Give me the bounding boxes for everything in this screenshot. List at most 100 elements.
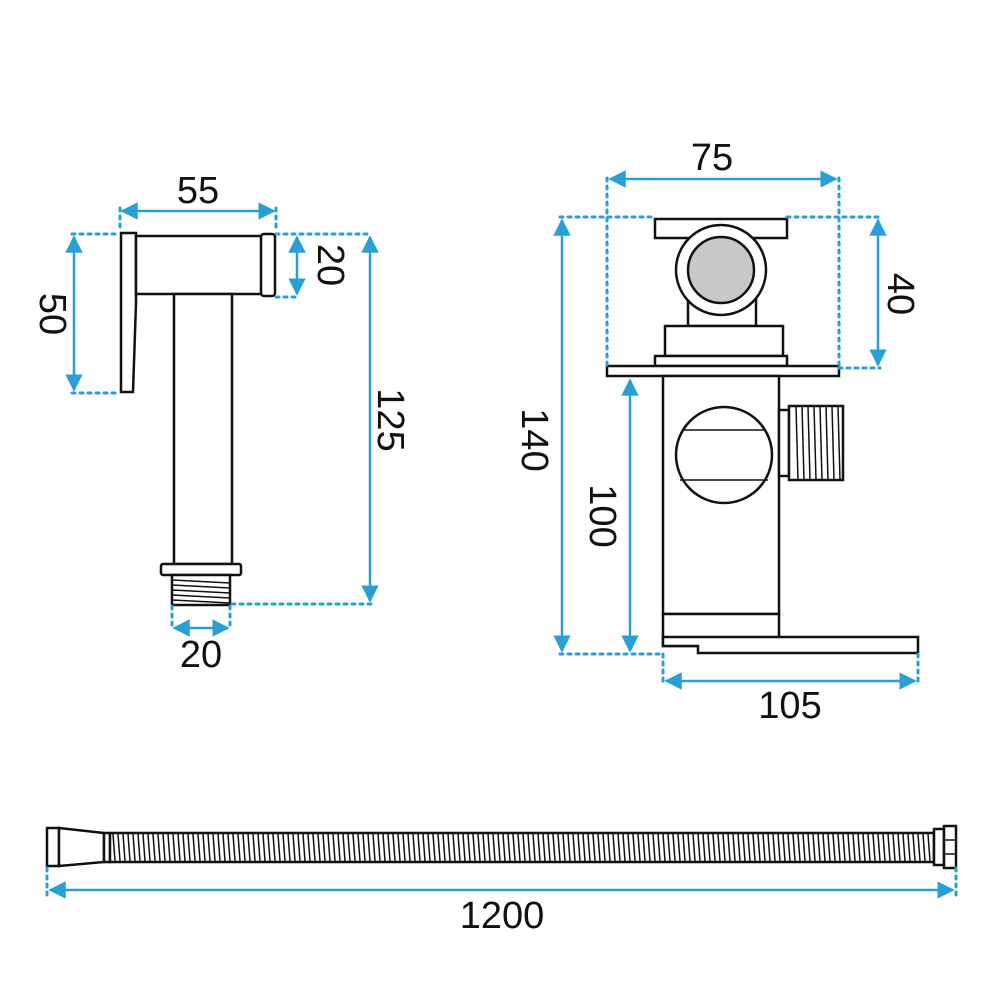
hose-rib [702,833,706,862]
hose-rib [367,833,371,862]
hose-rib [237,833,241,862]
hose-rib [782,833,786,862]
hose-rib [432,833,436,862]
hose-rib [832,833,836,862]
valve-collar-upper [663,324,785,358]
hose-rib [767,833,771,862]
hose-rib [592,833,596,862]
hose-rib [397,833,401,862]
hose-rib [297,833,301,862]
hose-rib [757,833,761,862]
hose-rib [127,833,131,862]
hose-rib [652,833,656,862]
hose-rib [177,833,181,862]
hose-rib [142,833,146,862]
hose-rib [897,833,901,862]
hose-rib [392,833,396,862]
hose-rib [682,833,686,862]
hose-rib [922,833,926,862]
hose-rib [522,833,526,862]
hose-rib [497,833,501,862]
hose-rib [327,833,331,862]
hose-rib [557,833,561,862]
hose-rib [712,833,716,862]
hose-rib [222,833,226,862]
label-valve-base-width: 105 [758,685,821,727]
hose-rib [662,833,666,862]
hose-rib [217,833,221,862]
hose-rib [747,833,751,862]
hose-rib [687,833,691,862]
hose-rib [657,833,661,862]
hose-rib [737,833,741,862]
hose-rib [852,833,856,862]
hose-rib [677,833,681,862]
hose-rib [907,833,911,862]
label-sprayer-total-height: 125 [369,388,411,451]
hose-rib [277,833,281,862]
valve-outlet-thread-lines [795,405,841,481]
hose-rib [337,833,341,862]
sprayer-thread-lines [171,579,231,604]
hose-rib [312,833,316,862]
hose-rib [647,833,651,862]
hose-rib [472,833,476,862]
valve-holder-knob [686,235,756,305]
hose-rib [232,833,236,862]
hose-rib [787,833,791,862]
hose-rib [887,833,891,862]
hose-rib [147,833,151,862]
hose-rib [242,833,246,862]
hose-rib [482,833,486,862]
label-sprayer-nozzle-diameter: 20 [309,244,351,286]
hose-rib [407,833,411,862]
hose-rib [692,833,696,862]
hose-rib [342,833,346,862]
hose-drawing [45,824,958,870]
hose-rib [322,833,326,862]
hose-rib [567,833,571,862]
hose-rib [587,833,591,862]
hose-rib [467,833,471,862]
label-hose-length: 1200 [460,895,545,937]
hose-rib [512,833,516,862]
hose-rib [532,833,536,862]
hose-rib [137,833,141,862]
hose-rib [507,833,511,862]
hose-rib [627,833,631,862]
hose-rib [797,833,801,862]
valve-dimension-guides [558,176,920,684]
valve-dimension-arrows [553,170,917,690]
hose-rib [742,833,746,862]
hose-rib [377,833,381,862]
hose-rib [727,833,731,862]
hose-rib [287,833,291,862]
hose-rib [162,833,166,862]
hose-rib [357,833,361,862]
hose-rib [872,833,876,862]
hose-rib [527,833,531,862]
sprayer-dimension-arrows [65,202,379,637]
hose-rib [877,833,881,862]
hose-rib [447,833,451,862]
sprayer-handle-plate [119,231,138,394]
hose-rib [307,833,311,862]
hose-rib [272,833,276,862]
hose-rib [412,833,416,862]
hose-rib [192,833,196,862]
label-valve-total-height: 140 [513,408,555,471]
sprayer-drawing [119,231,277,607]
hose-rib [437,833,441,862]
label-valve-top-width: 75 [691,137,733,179]
hose-rib [542,833,546,862]
hose-rib [282,833,286,862]
hose-rib [252,833,256,862]
hose-rib [292,833,296,862]
hose-rib [487,833,491,862]
hose-rib [382,833,386,862]
hose-rib [152,833,156,862]
hose-rib [882,833,886,862]
hose-rib [257,833,261,862]
hose-rib [422,833,426,862]
hose-rib [267,833,271,862]
